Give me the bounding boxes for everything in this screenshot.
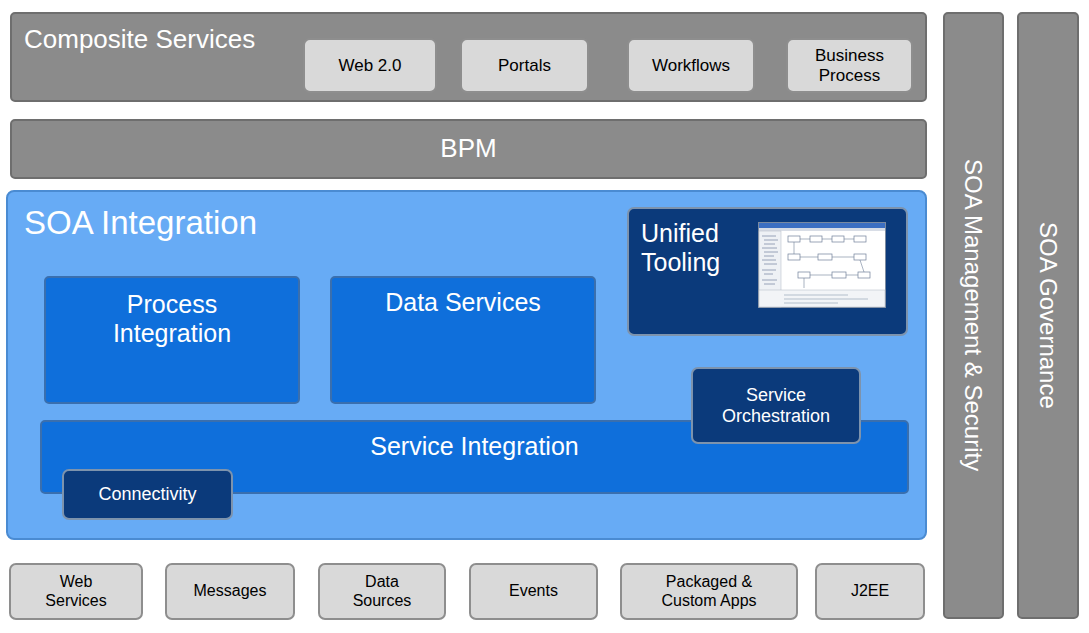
title-bar <box>759 223 885 228</box>
node-label: SOA Integration <box>24 200 424 246</box>
vertical-band: SOA Management & Security <box>943 12 1004 619</box>
node-label: Web 2.0 <box>305 40 435 91</box>
capability-tag: Connectivity <box>62 469 233 520</box>
capability-tag: Service Orchestration <box>691 367 861 444</box>
node-label: Packaged & Custom Apps <box>639 565 779 618</box>
flow-wires <box>794 239 864 288</box>
node-label: Messages <box>167 565 293 618</box>
source-box: Web Services <box>9 563 143 620</box>
node-label: SOA Management & Security <box>945 14 1002 617</box>
node-label: Data Sources <box>342 565 422 618</box>
window-frame <box>759 223 886 308</box>
status-lines <box>784 295 868 303</box>
menu-bar <box>759 228 885 231</box>
status-panel <box>759 290 885 307</box>
node-label: SOA Governance <box>1019 14 1077 617</box>
capability-box: Process Integration <box>44 276 300 404</box>
node-label: BPM <box>12 121 925 177</box>
source-box: Events <box>469 563 598 620</box>
node-label: Service Orchestration <box>701 369 851 442</box>
node-label: Business Process <box>804 40 895 91</box>
source-box: Packaged & Custom Apps <box>620 563 798 620</box>
node-label: Events <box>471 565 596 618</box>
layer-band: Composite ServicesWeb 2.0 Portals Workflow… <box>10 12 927 102</box>
service-box: Web 2.0 <box>303 38 437 93</box>
node-label: Web Services <box>36 565 116 618</box>
flow-boxes <box>788 236 870 278</box>
capability-box: Data Services <box>330 276 596 404</box>
source-box: J2EE <box>815 563 925 620</box>
vertical-band: SOA Governance <box>1017 12 1079 619</box>
node-label: Connectivity <box>64 471 231 518</box>
source-box: Messages <box>165 563 295 620</box>
node-label: Unified Tooling <box>641 215 766 281</box>
node-label: Data Services <box>332 282 594 322</box>
source-box: Data Sources <box>318 563 446 620</box>
node-label: Composite Services <box>24 18 344 62</box>
tooling-screenshot <box>758 222 886 308</box>
node-label: Process Integration <box>92 284 252 354</box>
tree-lines <box>762 236 778 284</box>
node-label: Workflows <box>629 40 753 91</box>
layer-band: BPM <box>10 119 927 179</box>
service-box: Business Process <box>786 38 913 93</box>
node-label: Portals <box>462 40 587 91</box>
service-box: Workflows <box>627 38 755 93</box>
service-box: Portals <box>460 38 589 93</box>
node-label: J2EE <box>817 565 923 618</box>
